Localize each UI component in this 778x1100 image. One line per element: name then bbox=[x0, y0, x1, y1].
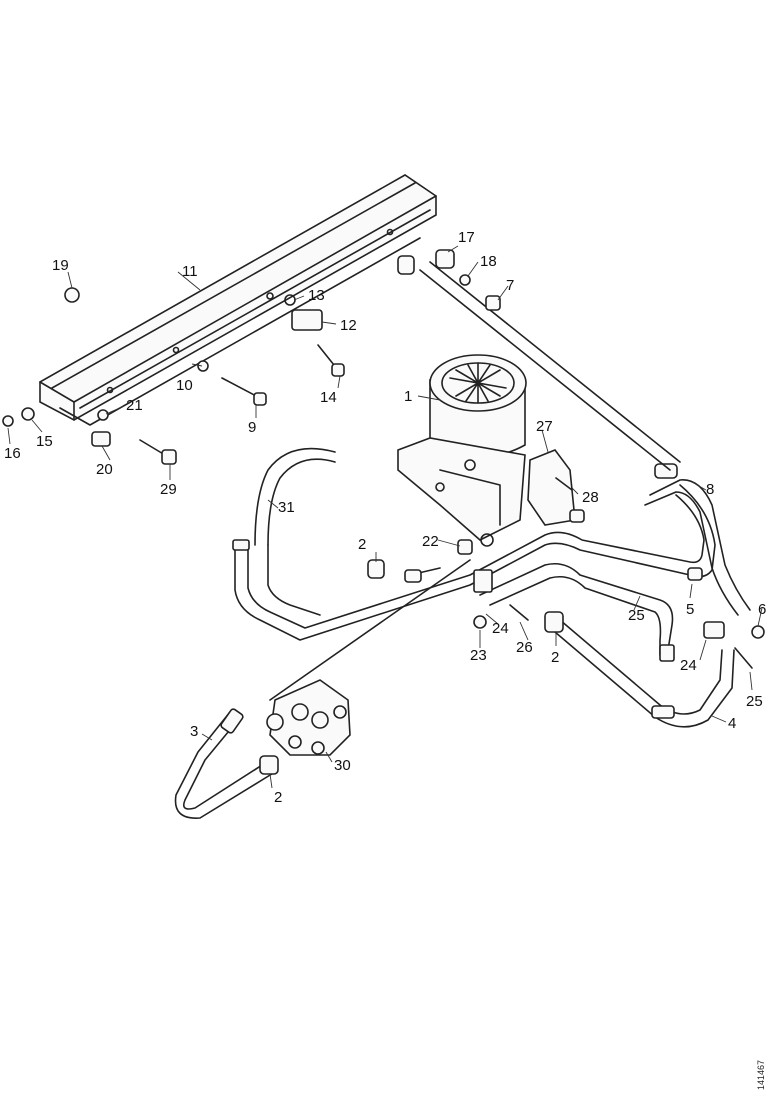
callout-2: 2 bbox=[274, 789, 282, 806]
callout-30: 30 bbox=[334, 757, 351, 774]
callout-31: 31 bbox=[278, 499, 295, 516]
callout-29: 29 bbox=[160, 481, 177, 498]
hose-8 bbox=[644, 463, 751, 616]
callout-18: 18 bbox=[480, 253, 497, 270]
callout-10: 10 bbox=[176, 377, 193, 394]
drawing-code: 141467 bbox=[756, 1060, 766, 1090]
callout-labels: 1 2 2 2 3 4 5 6 7 8 9 10 11 12 13 14 15 … bbox=[4, 229, 766, 806]
callout-2: 2 bbox=[551, 649, 559, 666]
hose-4-outer bbox=[554, 631, 735, 728]
callout-24: 24 bbox=[492, 620, 509, 637]
callout-27: 27 bbox=[536, 418, 553, 435]
callout-25: 25 bbox=[746, 693, 763, 710]
hose-3 bbox=[182, 719, 271, 810]
callout-19: 19 bbox=[52, 257, 69, 274]
callout-9: 9 bbox=[248, 419, 256, 436]
tie-rod-lower bbox=[269, 559, 471, 701]
tie-rod-upper bbox=[419, 269, 671, 471]
callout-1: 1 bbox=[404, 388, 412, 405]
callout-24: 24 bbox=[680, 657, 697, 674]
callout-28: 28 bbox=[582, 489, 599, 506]
callout-2: 2 bbox=[358, 536, 366, 553]
callout-20: 20 bbox=[96, 461, 113, 478]
hose-31 bbox=[254, 447, 336, 546]
callout-4: 4 bbox=[728, 715, 736, 732]
callout-22: 22 bbox=[422, 533, 439, 550]
hose-4-fitting bbox=[651, 705, 675, 719]
fasteners bbox=[2, 249, 765, 775]
callout-7: 7 bbox=[506, 277, 514, 294]
hose-3-outer bbox=[174, 711, 276, 819]
callout-15: 15 bbox=[36, 433, 53, 450]
hose-4 bbox=[559, 619, 723, 715]
callout-11: 11 bbox=[182, 263, 198, 280]
valve-block bbox=[266, 679, 351, 756]
callout-6: 6 bbox=[758, 601, 766, 618]
callout-21: 21 bbox=[126, 397, 143, 414]
callout-25: 25 bbox=[628, 607, 645, 624]
hose-3-fitting bbox=[220, 708, 244, 734]
steering-lines bbox=[232, 484, 716, 662]
callout-13: 13 bbox=[308, 287, 325, 304]
callout-26: 26 bbox=[516, 639, 533, 656]
steering-pump bbox=[397, 354, 527, 547]
callout-23: 23 bbox=[470, 647, 487, 664]
callout-8: 8 bbox=[706, 481, 714, 498]
leader-lines bbox=[7, 245, 763, 789]
callout-3: 3 bbox=[190, 723, 198, 740]
callout-16: 16 bbox=[4, 445, 21, 462]
callout-17: 17 bbox=[458, 229, 475, 246]
callout-5: 5 bbox=[686, 601, 694, 618]
hose-31-outer bbox=[267, 458, 336, 546]
callout-14: 14 bbox=[320, 389, 337, 406]
tie-rod-upper-2 bbox=[429, 261, 681, 463]
callout-12: 12 bbox=[340, 317, 357, 334]
frame-rail bbox=[39, 174, 437, 426]
